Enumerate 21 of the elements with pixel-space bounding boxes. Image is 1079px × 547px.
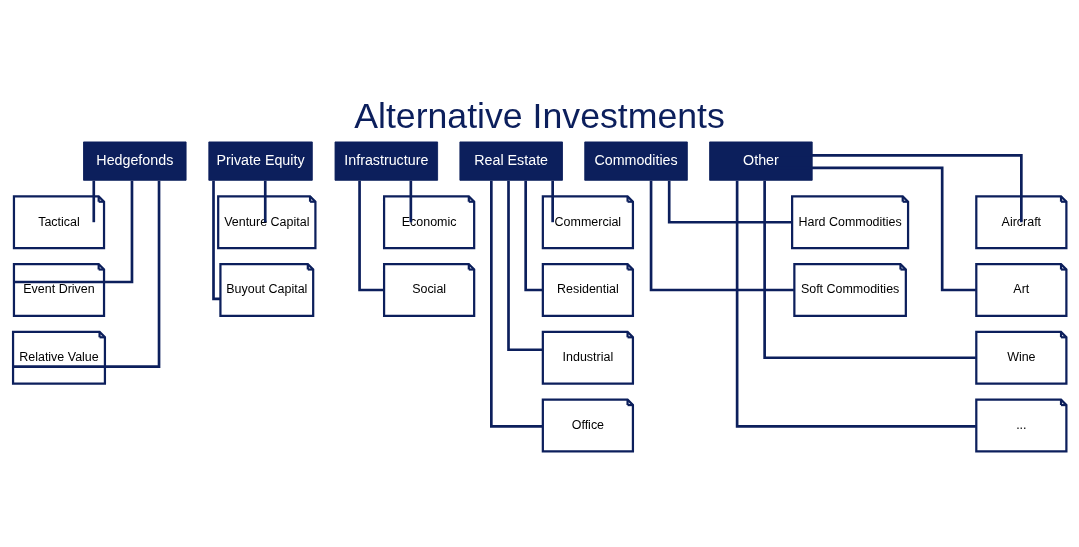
connector [649,180,794,292]
node-box: Infrastructure [334,141,439,181]
connector [13,180,134,284]
node-box: Real Estate [459,141,563,181]
connector [358,180,384,292]
connector [263,180,267,223]
connector [490,180,543,428]
connector [760,154,1023,223]
node-box: Hedgefonds [83,141,187,181]
connector [735,180,976,428]
connector [667,180,793,224]
node-box: Private Equity [208,141,313,181]
connector [212,180,221,301]
connector [409,180,413,223]
diagram-title: Alternative Investments [354,95,725,136]
connector [551,180,554,223]
connector [507,180,543,352]
connector [763,180,976,360]
node-box: Commodities [584,141,688,181]
connector [12,180,161,369]
node-box: Other [709,141,813,181]
